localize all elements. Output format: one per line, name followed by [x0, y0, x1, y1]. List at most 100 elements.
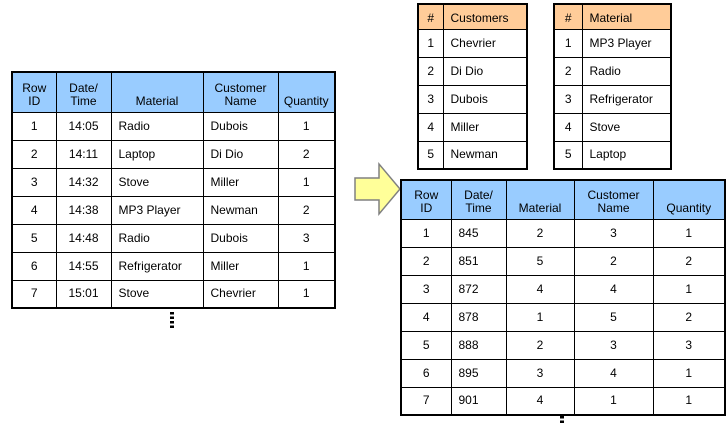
table-cell: 14:11: [55, 139, 112, 169]
table-cell: 1: [573, 386, 654, 416]
table-cell: 4: [505, 274, 575, 304]
table-cell: 3: [573, 330, 654, 360]
table-cell: 3: [553, 84, 583, 114]
table-cell: 5: [400, 330, 452, 360]
table-cell: 1: [652, 386, 726, 416]
vertical-ellipsis-icon: [170, 312, 174, 328]
table-cell: 7: [11, 279, 57, 309]
table-cell: Chevrier: [442, 28, 528, 58]
column-header: Quantity: [277, 71, 336, 113]
table-cell: 14:32: [55, 167, 112, 197]
table-header-row: Row ID Date/ Time Material Customer Name…: [400, 179, 726, 220]
table-cell: 1: [277, 251, 336, 281]
table-cell: 7: [400, 386, 452, 416]
table-cell: 14:05: [55, 111, 112, 141]
table-cell: 851: [450, 246, 507, 276]
raw-table: Row ID Date/ Time Material Customer Name…: [11, 71, 336, 309]
table-cell: 888: [450, 330, 507, 360]
table-cell: Stove: [110, 279, 204, 309]
table-cell: Miller: [202, 251, 279, 281]
table-cell: 2: [505, 218, 575, 248]
table-cell: 3: [417, 84, 444, 114]
table-cell: Radio: [110, 111, 204, 141]
table-cell: 14:48: [55, 223, 112, 253]
table-cell: 14:55: [55, 251, 112, 281]
table-cell: 4: [573, 358, 654, 388]
normalized-table: Row ID Date/ Time Material Customer Name…: [400, 179, 726, 416]
table-cell: 2: [505, 330, 575, 360]
table-cell: 2: [400, 246, 452, 276]
table-cell: Laptop: [110, 139, 204, 169]
column-header: Date/ Time: [450, 179, 507, 220]
table-cell: 2: [573, 246, 654, 276]
table-cell: 2: [553, 56, 583, 86]
table-cell: 4: [573, 274, 654, 304]
table-cell: 895: [450, 358, 507, 388]
table-cell: 2: [277, 139, 336, 169]
table-cell: 14:38: [55, 195, 112, 225]
table-cell: Chevrier: [202, 279, 279, 309]
table-cell: 2: [652, 302, 726, 332]
table-header-row: Row ID Date/ Time Material Customer Name…: [11, 71, 336, 113]
table-cell: 2: [417, 56, 444, 86]
table-cell: 15:01: [55, 279, 112, 309]
table-cell: 3: [505, 358, 575, 388]
table-cell: 2: [277, 195, 336, 225]
table-cell: 1: [277, 111, 336, 141]
table-cell: MP3 Player: [581, 28, 672, 58]
column-header: Material: [581, 3, 672, 30]
table-cell: 4: [417, 112, 444, 142]
table-cell: 1: [400, 218, 452, 248]
column-header: Row ID: [400, 179, 452, 220]
table-cell: 5: [553, 140, 583, 170]
table-cell: 5: [573, 302, 654, 332]
table-cell: 5: [505, 246, 575, 276]
table-cell: 2: [652, 246, 726, 276]
table-cell: 845: [450, 218, 507, 248]
table-header-row: # Customers: [417, 3, 528, 30]
column-header: #: [417, 3, 444, 30]
table-header-row: # Material: [553, 3, 672, 30]
column-header: Customer Name: [573, 179, 654, 220]
table-cell: 5: [11, 223, 57, 253]
table-cell: 3: [573, 218, 654, 248]
right-block-arrow-shape: [354, 161, 401, 217]
table-cell: 1: [553, 28, 583, 58]
table-cell: 878: [450, 302, 507, 332]
table-cell: 5: [417, 140, 444, 170]
table-cell: Miller: [442, 112, 528, 142]
table-cell: Stove: [581, 112, 672, 142]
column-header: Customers: [442, 3, 528, 30]
table-cell: 1: [652, 218, 726, 248]
table-cell: 4: [11, 195, 57, 225]
table-cell: 1: [652, 358, 726, 388]
table-cell: Refrigerator: [110, 251, 204, 281]
table-cell: Stove: [110, 167, 204, 197]
table-cell: 4: [400, 302, 452, 332]
table-cell: 1: [505, 302, 575, 332]
table-cell: 1: [417, 28, 444, 58]
table-cell: Refrigerator: [581, 84, 672, 114]
table-cell: 1: [652, 274, 726, 304]
table-cell: Di Dio: [202, 139, 279, 169]
table-cell: 1: [277, 167, 336, 197]
